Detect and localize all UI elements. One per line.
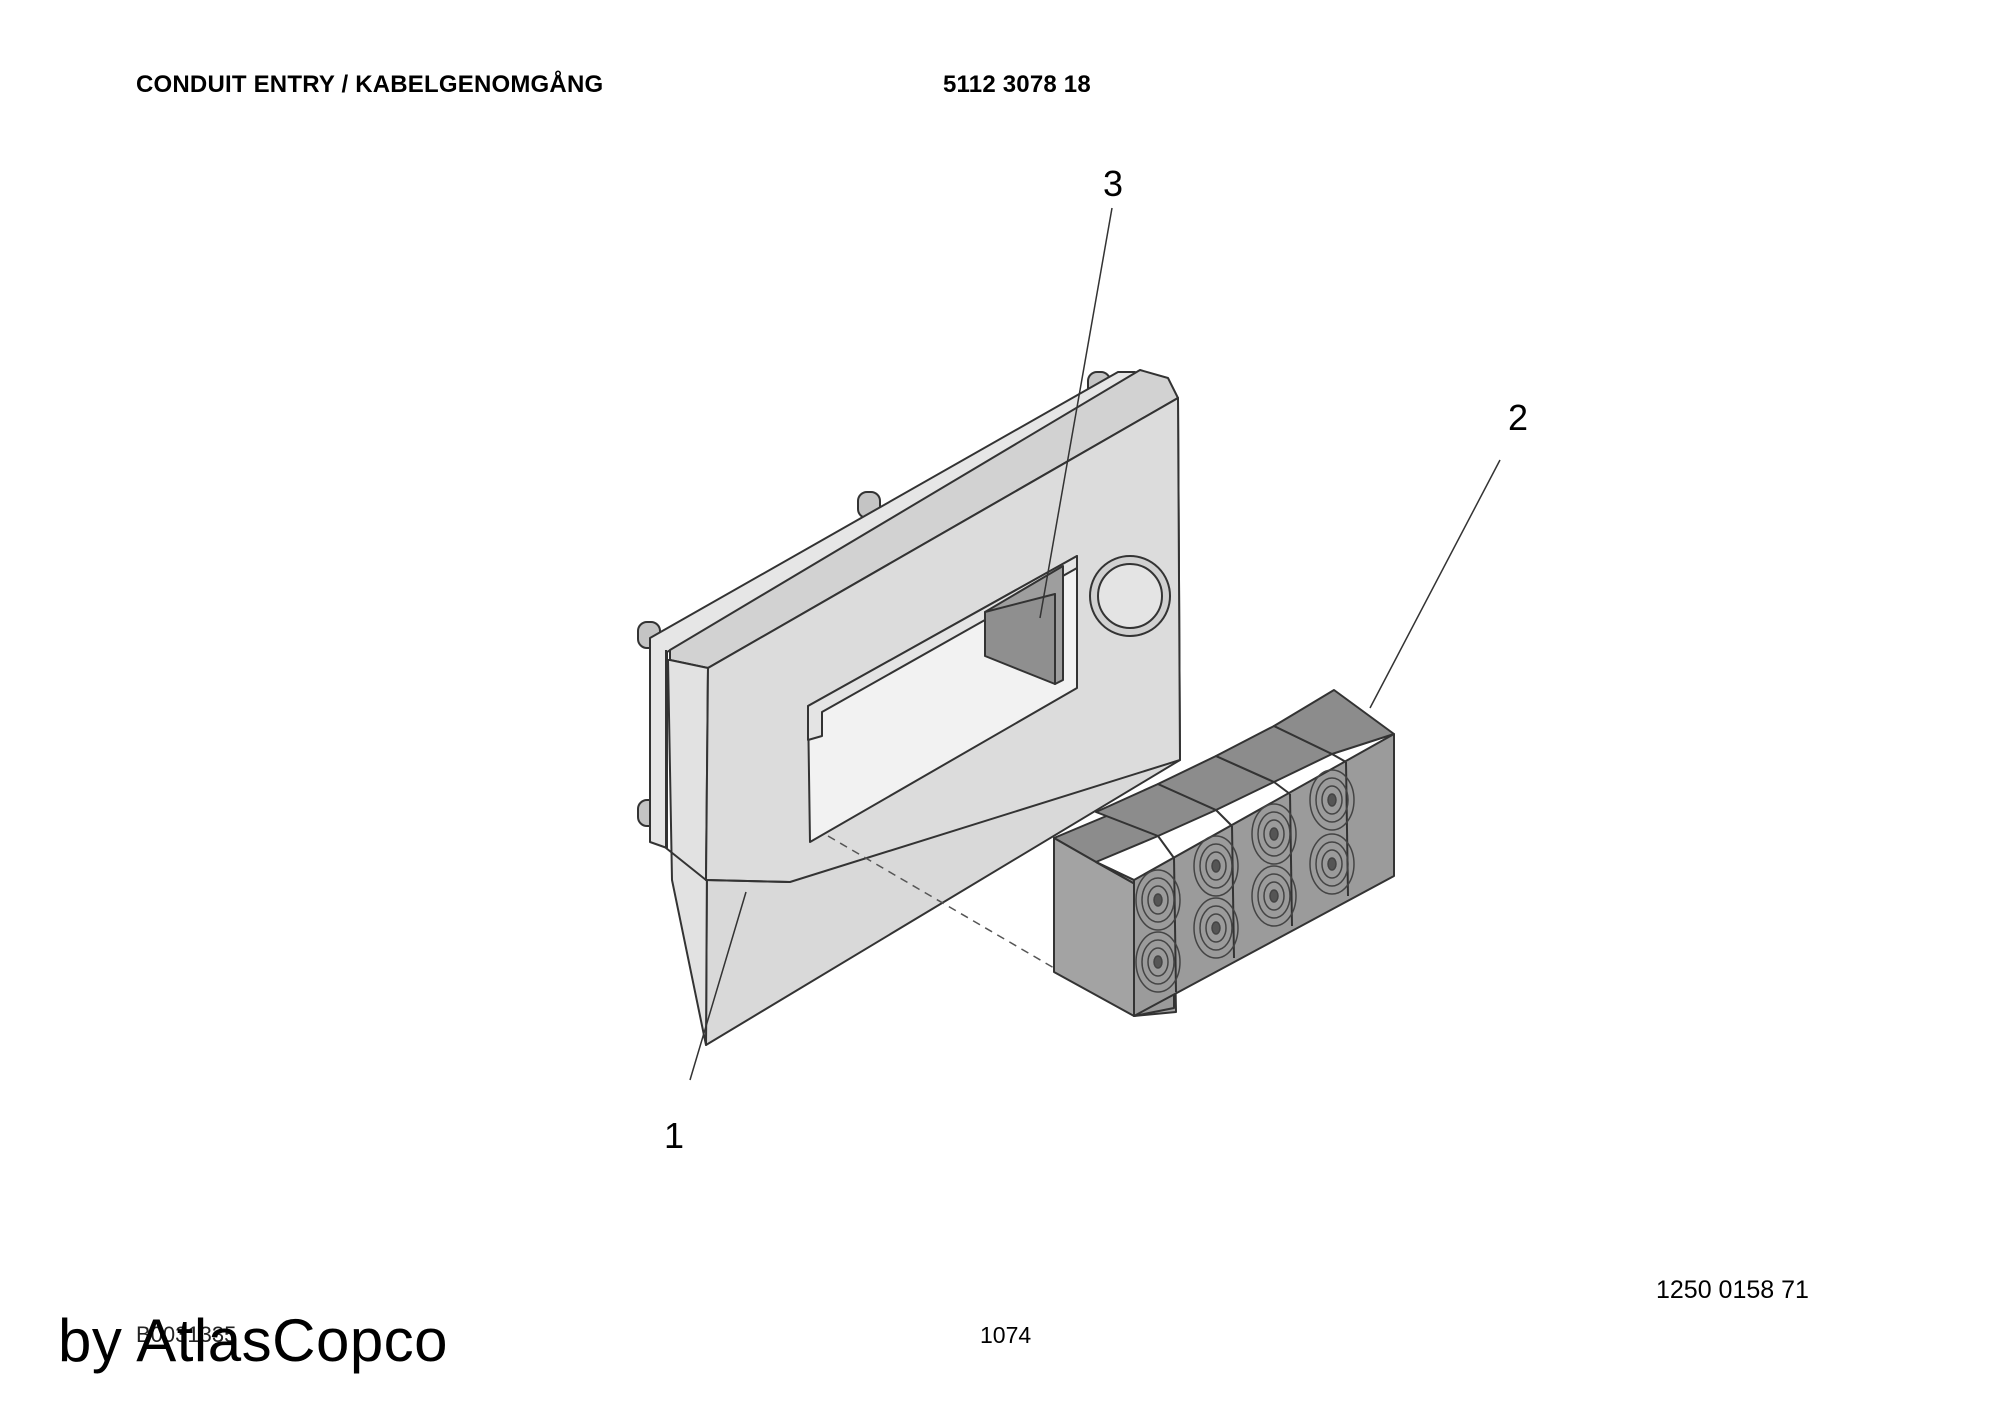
cable-rings (1135, 769, 1355, 993)
leader-line-2 (1369, 459, 1501, 709)
leader-line-3 (1039, 207, 1113, 619)
assembly-line (827, 835, 1055, 969)
frame-side-face (667, 659, 709, 1046)
drawing-reference: B0031335 (136, 1322, 237, 1347)
page-number: 1074 (980, 1322, 1032, 1348)
watermark: by AtlasCopco (58, 1307, 449, 1374)
callout-2: 2 (1508, 397, 1528, 438)
seal-module-block (1053, 689, 1395, 1017)
leader-lines (689, 207, 1501, 1081)
callout-3: 3 (1103, 163, 1123, 204)
part-number: 5112 3078 18 (943, 71, 1091, 98)
drawing-title: CONDUIT ENTRY / KABELGENOMGÅNG (136, 71, 604, 98)
conduit-frame (637, 369, 1181, 1046)
frame-gland-inner (1097, 563, 1163, 629)
module-dividers (1173, 761, 1349, 993)
document-number: 1250 0158 71 (1656, 1276, 1809, 1304)
callout-1: 1 (664, 1115, 684, 1156)
leader-line-1 (689, 891, 747, 1081)
